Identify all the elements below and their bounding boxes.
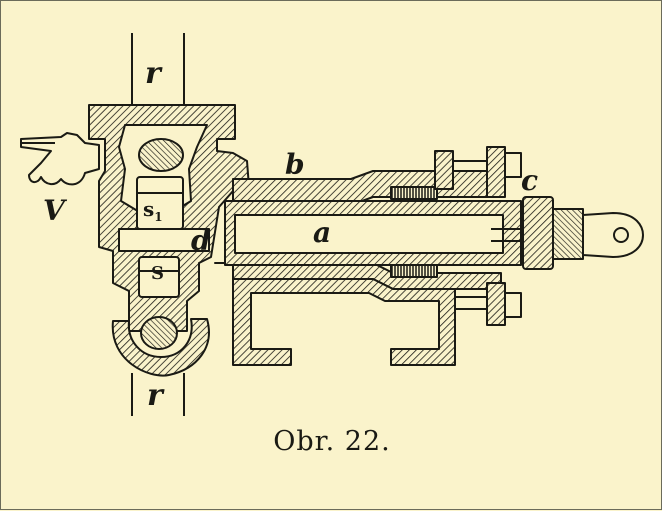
rod-crosshead (552, 208, 584, 260)
bottom-pipe (131, 373, 185, 416)
label-r-top: r (145, 56, 161, 91)
lower-valve-cap (111, 318, 210, 377)
passage-d (118, 228, 210, 252)
cylinder-upper-wall (232, 170, 502, 206)
rod-collar (522, 196, 554, 270)
stud-nut-bottom (504, 292, 522, 318)
label-r-bottom: r (147, 378, 163, 413)
gland-flange-right-top (486, 146, 506, 198)
rod-eye-hole (613, 227, 629, 243)
label-s1: s1 (143, 197, 163, 224)
tap-v (20, 132, 100, 186)
gland-flange-bottom (486, 282, 506, 326)
lower-ball-valve (140, 316, 178, 350)
label-s1-subscript: 1 (154, 210, 163, 224)
lower-chamber (232, 278, 456, 366)
packing-upper (390, 186, 438, 200)
label-d: d (191, 224, 211, 257)
plunger-bore (234, 214, 504, 254)
top-pipe (131, 33, 185, 105)
upper-ball-valve (138, 138, 184, 172)
label-b: b (285, 148, 305, 181)
figure-caption: Obr. 22. (273, 426, 391, 457)
label-s: S (151, 263, 164, 284)
label-c: c (521, 164, 539, 197)
stud-nut-top (504, 152, 522, 178)
label-a: a (313, 216, 332, 249)
packing-lower (390, 264, 438, 278)
gland-flange-top (434, 150, 454, 190)
label-v: V (43, 194, 65, 227)
lower-plug-s (138, 256, 180, 298)
